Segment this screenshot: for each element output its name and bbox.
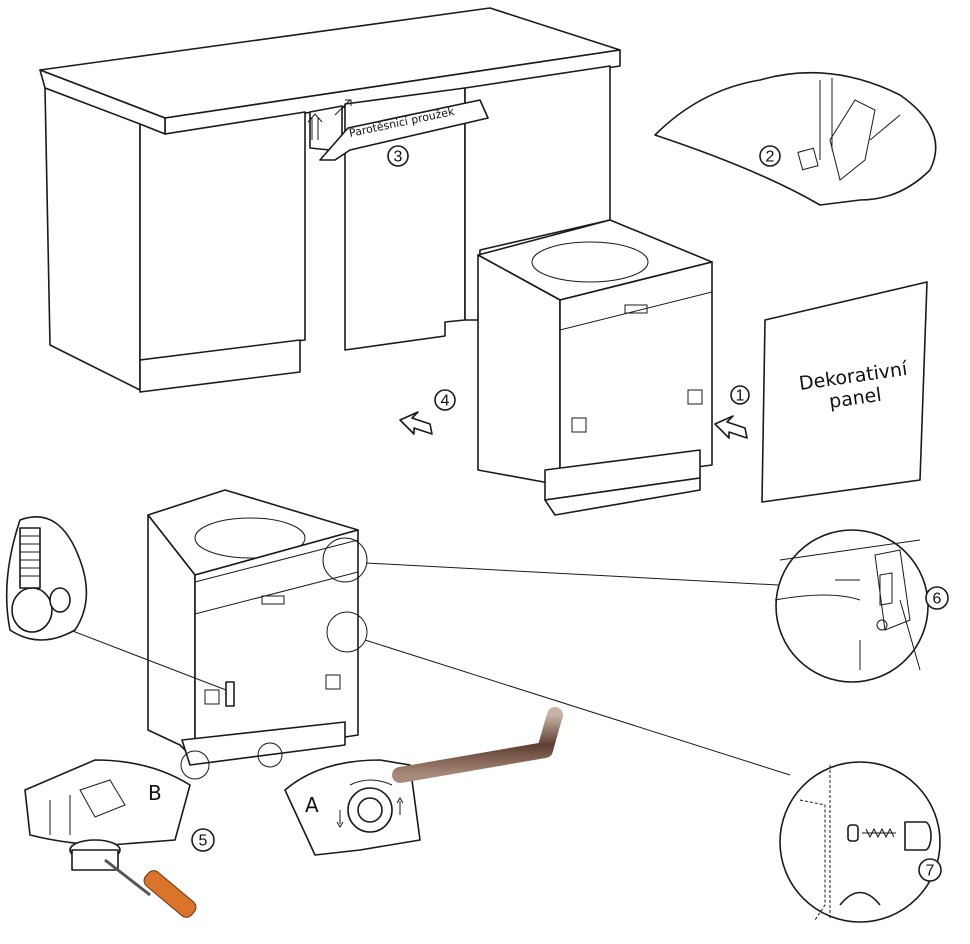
svg-text:2: 2 <box>766 149 775 166</box>
hex-wrench-icon <box>392 707 563 783</box>
detail-7-circle: 7 <box>779 761 942 923</box>
svg-text:5: 5 <box>199 833 208 850</box>
svg-text:1: 1 <box>736 388 745 405</box>
step-3-marker: 3 <box>387 145 409 167</box>
detail-b-inset: B 5 <box>24 759 215 918</box>
decorative-panel: Dekorativní panel <box>761 281 928 503</box>
svg-text:4: 4 <box>441 393 450 410</box>
step-4-arrow: 4 <box>399 389 456 435</box>
dishwasher-upper <box>477 219 713 516</box>
kitchen-cabinet <box>39 7 621 393</box>
step-1-arrow: 1 <box>714 385 750 439</box>
detail-6-circle: 6 <box>774 529 949 683</box>
svg-text:3: 3 <box>394 149 403 166</box>
adjustable-leg-inset <box>5 516 88 641</box>
svg-text:6: 6 <box>933 591 942 608</box>
screwdriver-icon <box>104 858 197 918</box>
detail-a-label: A <box>305 793 319 817</box>
dishwasher-lower <box>147 489 368 780</box>
detail-a-inset: A <box>284 707 563 856</box>
leader-lines <box>69 562 791 776</box>
detail-bracket-inset: 2 <box>654 71 937 206</box>
detail-b-label: B <box>148 781 162 805</box>
svg-text:7: 7 <box>926 863 935 880</box>
